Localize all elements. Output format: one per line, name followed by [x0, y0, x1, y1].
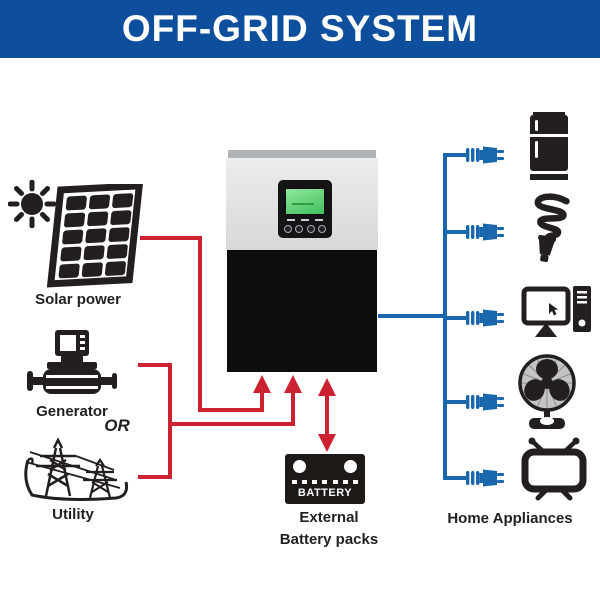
tv-icon: [521, 436, 587, 502]
inverter-top-bevel: [228, 150, 376, 158]
utility-icon: [20, 436, 138, 502]
or-label: OR: [104, 416, 130, 435]
computer-icon: [521, 286, 593, 348]
inverter-control-panel: [278, 180, 332, 238]
inverter-lower-body: [227, 250, 377, 372]
battery-caption-line2: Battery packs: [279, 531, 379, 548]
refrigerator-icon: [527, 112, 571, 182]
solar-power-label: Solar power: [35, 291, 121, 308]
dc-line-battery-bidirectional: [318, 378, 336, 452]
battery-terminal: [293, 460, 306, 473]
inverter-lcd-screen: [285, 188, 325, 215]
inverter-indicator-marks: [287, 219, 323, 221]
utility-label: Utility: [52, 506, 94, 523]
generator-icon: [25, 330, 120, 402]
home-appliances-label: Home Appliances: [447, 510, 573, 527]
inverter-device: [226, 150, 378, 372]
fan-icon: [515, 352, 579, 432]
cfl-bulb-icon: [526, 192, 570, 272]
ac-line-inverter-to-appliances: [378, 153, 466, 480]
inverter-upper-body: [226, 158, 378, 250]
dc-line-generator-utility: [138, 363, 302, 479]
battery-dashes: [292, 480, 358, 484]
battery-caption: External Battery packs: [249, 507, 409, 551]
battery-box-label: BATTERY: [297, 487, 353, 499]
page-title: OFF-GRID SYSTEM: [121, 8, 479, 49]
battery-terminal: [344, 460, 357, 473]
header-banner: OFF-GRID SYSTEM: [0, 0, 600, 58]
battery-caption-line1: External: [299, 509, 359, 526]
solar-panel-icon: [36, 184, 144, 290]
generator-label: Generator: [36, 403, 108, 420]
battery-icon: BATTERY: [285, 454, 365, 504]
inverter-buttons: [284, 225, 326, 233]
sun-icon: [8, 180, 56, 228]
